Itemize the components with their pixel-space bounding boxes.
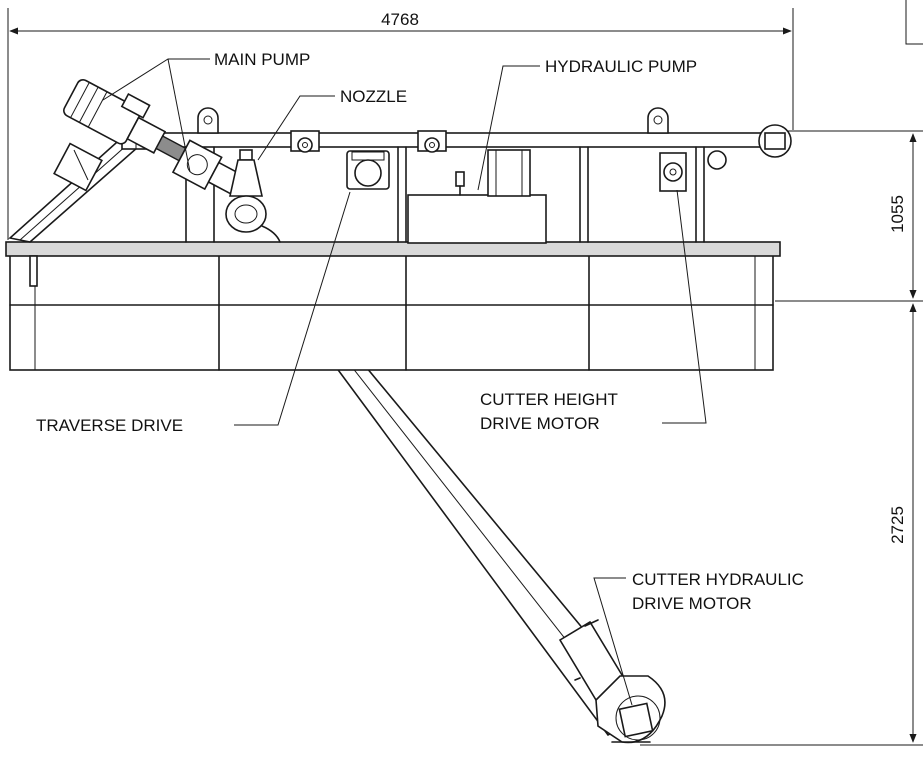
cutter-height-drive-motor <box>659 150 727 192</box>
label-cutter-hydraulic-line2: DRIVE MOTOR <box>632 594 752 613</box>
dimension-lower-depth: 2725 <box>640 303 923 746</box>
end-sheave-right <box>758 124 792 158</box>
sheave-block-2 <box>417 130 447 153</box>
dimension-lower-depth-text: 2725 <box>888 506 907 544</box>
label-main-pump: MAIN PUMP <box>214 50 310 69</box>
lifting-eye-left <box>197 107 219 134</box>
frame-corner-fragment <box>905 0 923 45</box>
label-cutter-height-line1: CUTTER HEIGHT <box>480 390 618 409</box>
label-traverse-drive: TRAVERSE DRIVE <box>36 416 183 435</box>
label-cutter-hydraulic-line1: CUTTER HYDRAULIC <box>632 570 804 589</box>
dimension-upper-height: 1055 <box>775 130 923 302</box>
label-nozzle: NOZZLE <box>340 87 407 106</box>
deck <box>5 241 781 287</box>
pontoon-hull <box>9 254 774 371</box>
dimension-overall-length: 4768 <box>7 8 794 240</box>
nozzle <box>225 149 281 243</box>
traverse-drive <box>346 150 390 190</box>
cutter-head <box>595 675 666 744</box>
label-hydraulic-pump: HYDRAULIC PUMP <box>545 57 697 76</box>
lifting-eye-right <box>647 107 669 134</box>
hydraulic-pump-unit <box>407 149 547 244</box>
leader-lines <box>102 58 707 706</box>
dimension-overall-length-text: 4768 <box>381 10 419 29</box>
dimension-upper-height-text: 1055 <box>888 195 907 233</box>
sheave-block-1 <box>290 130 320 153</box>
label-cutter-height-line2: DRIVE MOTOR <box>480 414 600 433</box>
